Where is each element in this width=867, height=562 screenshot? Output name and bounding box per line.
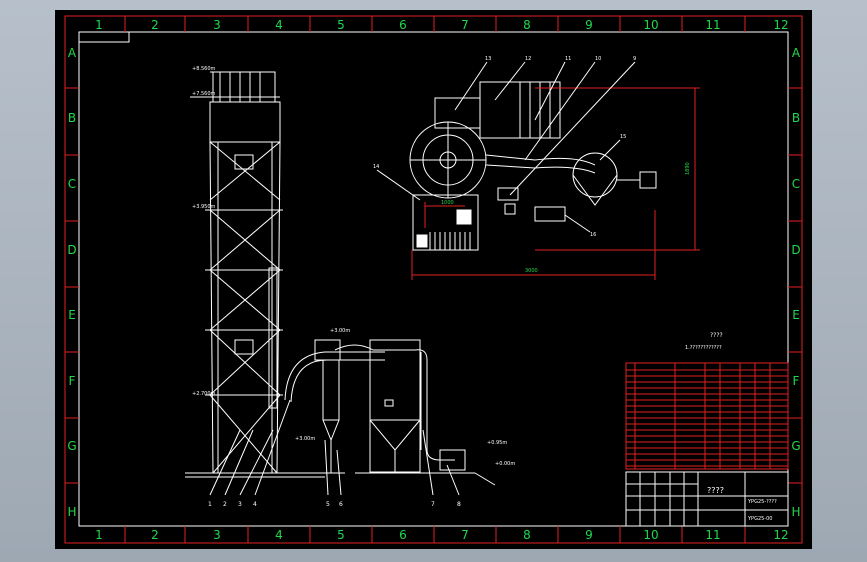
callout-label: 2 bbox=[223, 501, 227, 508]
row-label-right: D bbox=[791, 243, 800, 257]
plan-dim-horizontal: 3000 bbox=[525, 268, 538, 274]
technical-notes-line: 1.???????????? bbox=[685, 345, 722, 351]
callout-label: 10 bbox=[595, 56, 601, 62]
plan-dim-vertical: 1890 bbox=[685, 162, 691, 175]
inner-border bbox=[78, 31, 789, 527]
col-label-top: 1 bbox=[95, 18, 103, 32]
plan-dim-small: 1000 bbox=[441, 200, 454, 206]
col-label-top: 4 bbox=[275, 18, 283, 32]
col-label-top: 3 bbox=[213, 18, 221, 32]
drawing-canvas[interactable]: 1 2 3 4 5 6 7 8 9 10 11 12 1 2 3 4 5 6 7… bbox=[55, 10, 812, 549]
elevation-label: +0.00m bbox=[495, 461, 515, 467]
row-label-right: E bbox=[792, 308, 800, 322]
col-label-top: 12 bbox=[773, 18, 788, 32]
row-label-right: F bbox=[793, 374, 800, 388]
col-label-top: 11 bbox=[705, 18, 720, 32]
callout-label: 15 bbox=[620, 134, 626, 140]
row-label-left: A bbox=[68, 46, 77, 60]
row-label-left: H bbox=[67, 505, 76, 519]
cyclone-elevation bbox=[284, 339, 496, 486]
col-label-bottom: 10 bbox=[643, 528, 658, 542]
titleblock-code: YPG25-???? bbox=[747, 499, 777, 505]
row-label-left: C bbox=[68, 177, 76, 191]
col-label-bottom: 6 bbox=[399, 528, 407, 542]
callout-label: 3 bbox=[238, 501, 242, 508]
callout-label: 11 bbox=[565, 56, 571, 62]
row-label-left: F bbox=[69, 374, 76, 388]
col-label-top: 9 bbox=[585, 18, 593, 32]
technical-notes-title: ???? bbox=[710, 332, 723, 339]
row-label-right: G bbox=[791, 439, 800, 453]
plan-dimensions bbox=[411, 87, 700, 280]
row-label-right: H bbox=[791, 505, 800, 519]
plan-view bbox=[409, 81, 657, 251]
col-label-bottom: 11 bbox=[705, 528, 720, 542]
outer-border bbox=[64, 15, 803, 544]
callout-label: 9 bbox=[633, 56, 636, 62]
row-label-right: A bbox=[792, 46, 801, 60]
elevation-label: +3.00m bbox=[295, 436, 315, 442]
elevation-label: +2.700m bbox=[192, 391, 216, 397]
plan-callout-leaders bbox=[376, 61, 636, 233]
bottom-callout-leaders bbox=[209, 399, 460, 496]
callout-label: 1 bbox=[208, 501, 212, 508]
callout-label: 5 bbox=[326, 501, 330, 508]
elevation-label: +7.560m bbox=[192, 91, 216, 97]
title-block bbox=[625, 471, 789, 527]
col-label-bottom: 8 bbox=[523, 528, 531, 542]
parts-list-table bbox=[625, 362, 789, 470]
callout-label: 13 bbox=[485, 56, 491, 62]
callout-label: 4 bbox=[253, 501, 257, 508]
callout-label: 16 bbox=[590, 232, 596, 238]
row-label-right: C bbox=[792, 177, 800, 191]
titleblock-title: ???? bbox=[707, 486, 724, 495]
col-label-top: 2 bbox=[151, 18, 159, 32]
col-label-bottom: 4 bbox=[275, 528, 283, 542]
col-label-top: 10 bbox=[643, 18, 658, 32]
row-label-left: E bbox=[68, 308, 76, 322]
row-label-right: B bbox=[792, 111, 800, 125]
elevation-label: +8.560m bbox=[192, 66, 216, 72]
col-label-bottom: 5 bbox=[337, 528, 345, 542]
col-label-bottom: 7 bbox=[461, 528, 469, 542]
row-label-left: G bbox=[67, 439, 76, 453]
elevation-label: +3.950m bbox=[192, 204, 216, 210]
drawing-svg: 1 2 3 4 5 6 7 8 9 10 11 12 1 2 3 4 5 6 7… bbox=[64, 15, 803, 544]
col-label-bottom: 3 bbox=[213, 528, 221, 542]
row-ticks bbox=[65, 87, 802, 484]
column-ticks bbox=[124, 16, 746, 543]
titleblock-code: YPG25-00 bbox=[747, 516, 772, 522]
callout-label: 6 bbox=[339, 501, 343, 508]
col-label-top: 6 bbox=[399, 18, 407, 32]
callout-label: 12 bbox=[525, 56, 531, 62]
callout-label: 7 bbox=[431, 501, 435, 508]
row-label-left: D bbox=[67, 243, 76, 257]
col-label-bottom: 9 bbox=[585, 528, 593, 542]
col-label-bottom: 1 bbox=[95, 528, 103, 542]
row-label-left: B bbox=[68, 111, 76, 125]
col-label-bottom: 2 bbox=[151, 528, 159, 542]
drying-tower-elevation bbox=[185, 71, 325, 478]
elevation-label: +0.95m bbox=[487, 440, 507, 446]
col-label-bottom: 12 bbox=[773, 528, 788, 542]
callout-label: 14 bbox=[373, 164, 379, 170]
corner-tab bbox=[78, 31, 130, 43]
col-label-top: 7 bbox=[461, 18, 469, 32]
col-label-top: 5 bbox=[337, 18, 345, 32]
elevation-label: +3.00m bbox=[330, 328, 350, 334]
col-label-top: 8 bbox=[523, 18, 531, 32]
callout-label: 8 bbox=[457, 501, 461, 508]
